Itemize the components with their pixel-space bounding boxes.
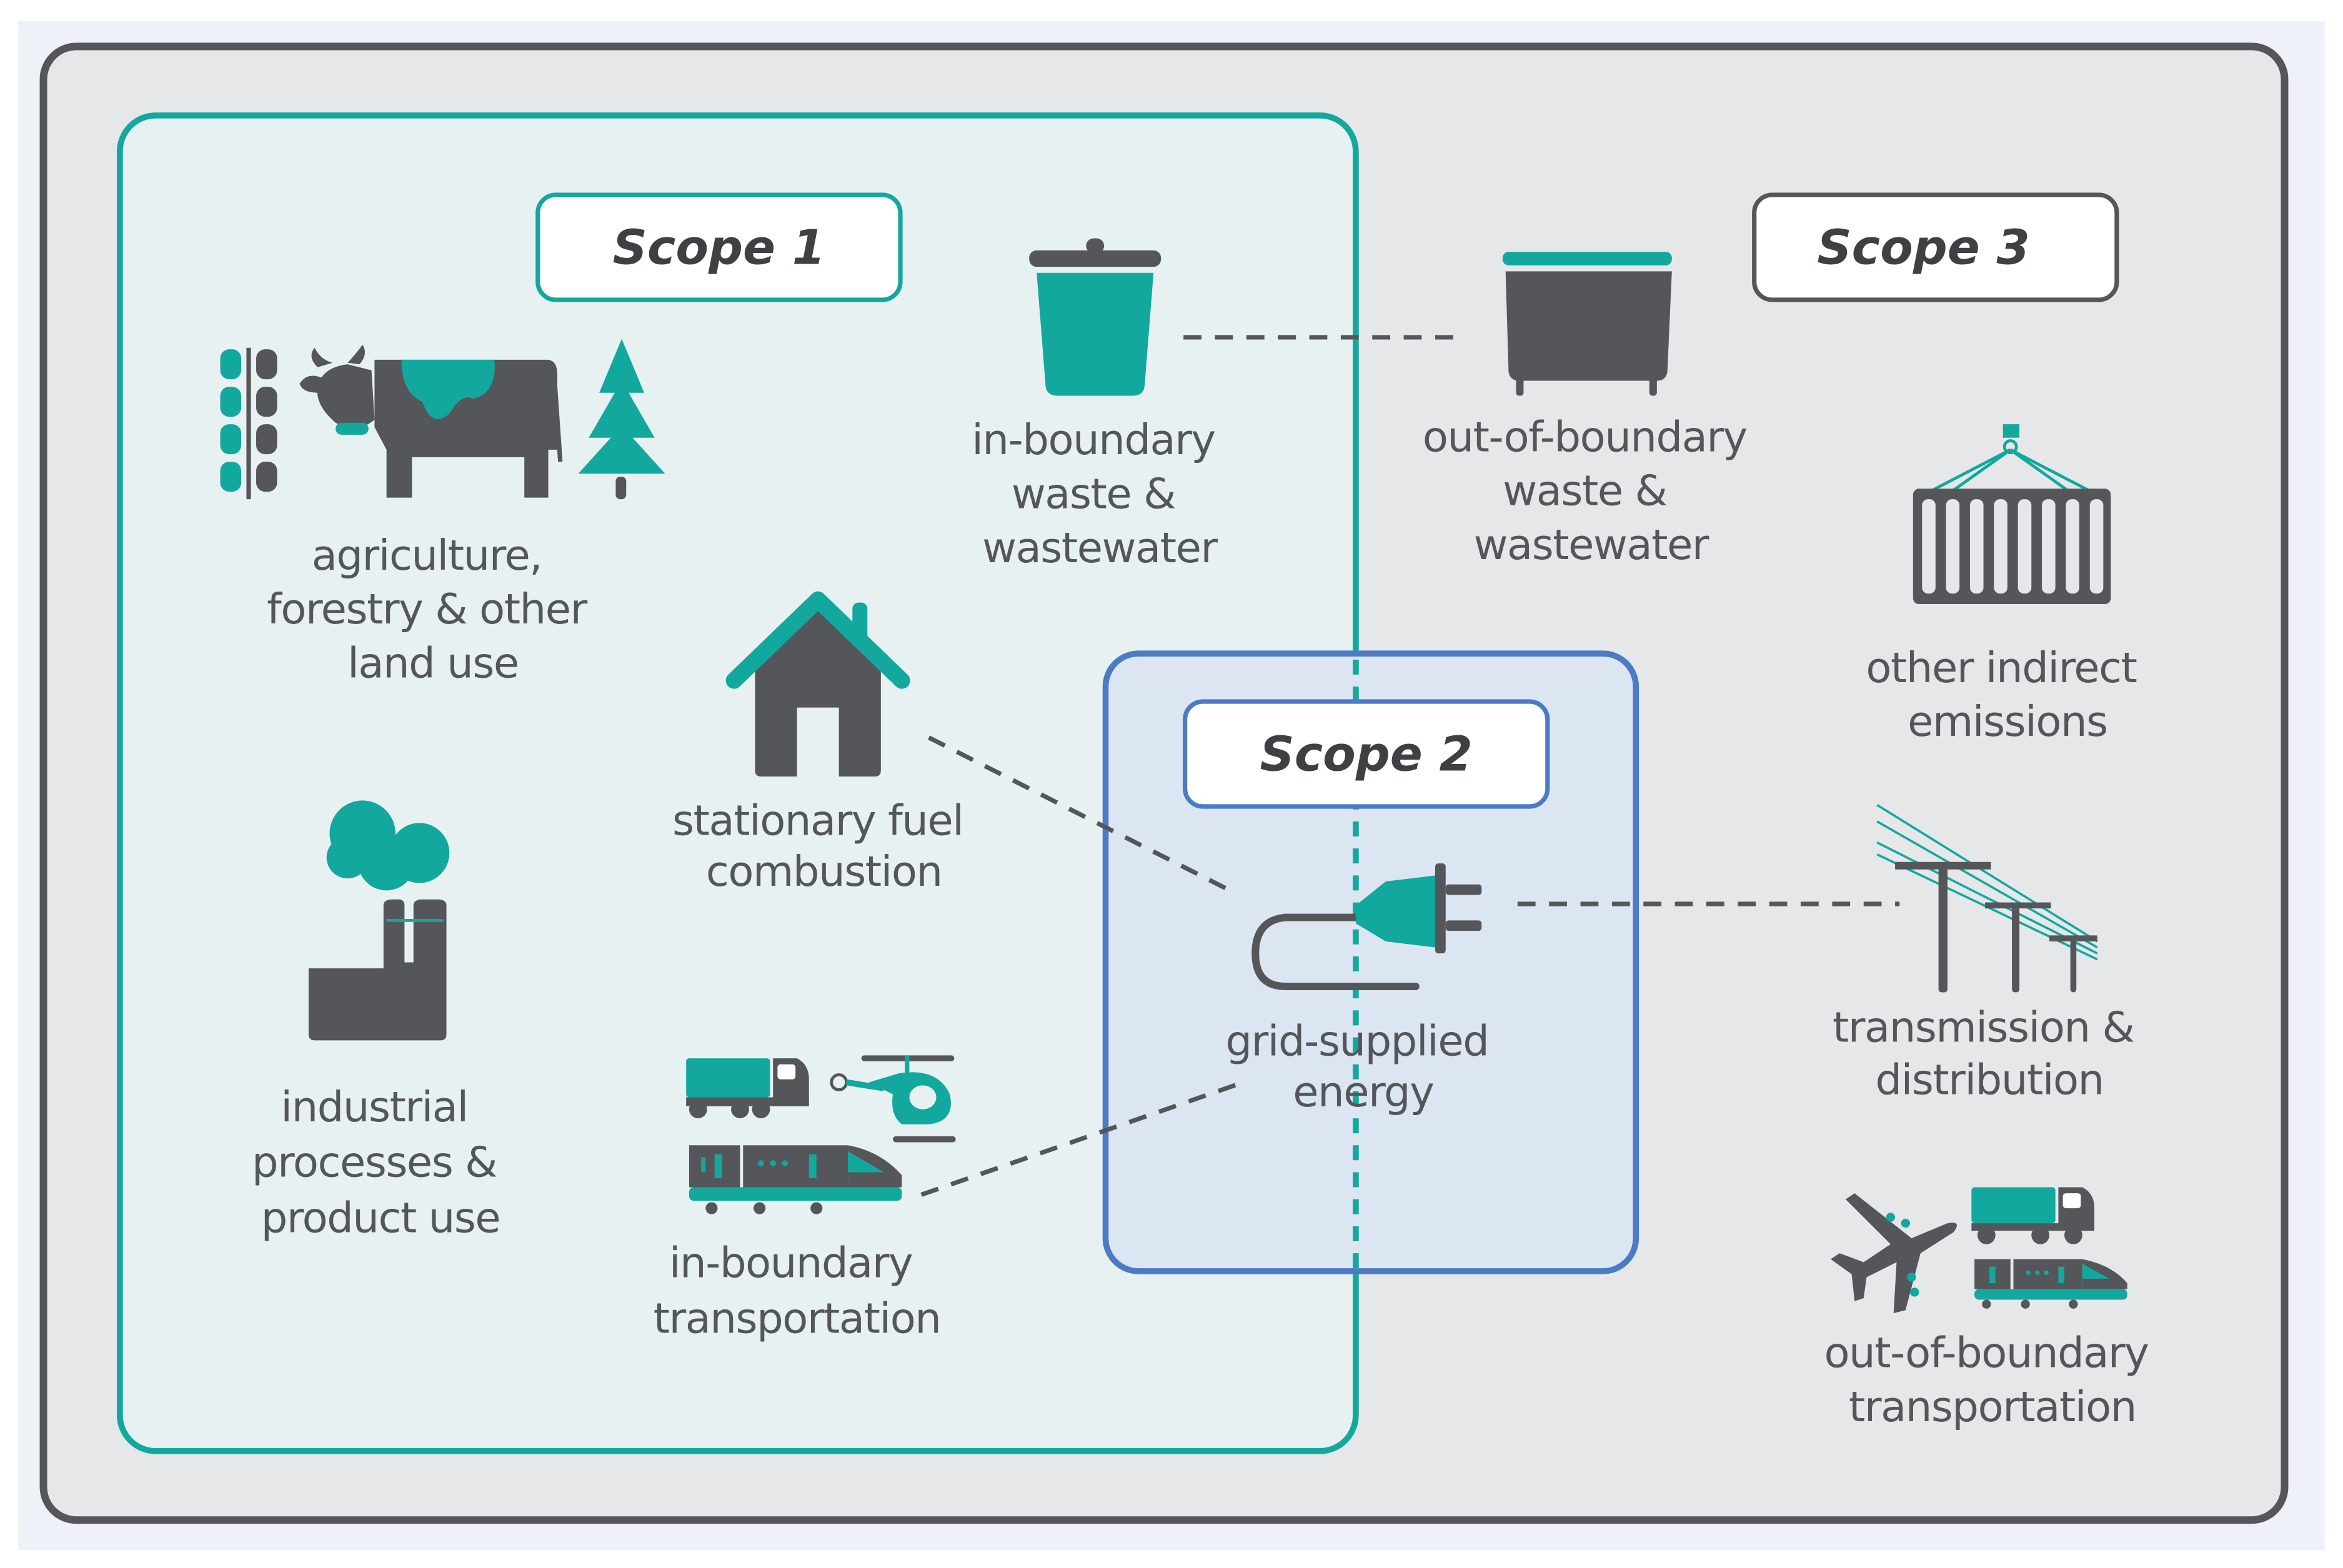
scope2-label: Scope 2	[1260, 727, 1472, 782]
out-transport-line2: transportation	[1849, 1382, 2136, 1431]
other-indirect-line1: other indirect	[1866, 643, 2136, 692]
airplane-icon	[1830, 1193, 1957, 1314]
power-lines-icon	[1876, 804, 2098, 993]
afolu-label-line2: forestry & other	[267, 585, 587, 633]
in-transport-label: in-boundary transportation	[654, 1238, 941, 1342]
connector-transport-grid	[920, 1080, 1245, 1197]
plug-icon	[1251, 863, 1482, 990]
grid-line1: grid-supplied	[1225, 1016, 1488, 1065]
out-transport-line1: out-of-boundary	[1824, 1328, 2149, 1377]
transport-icon	[686, 1055, 956, 1214]
factory-icon	[308, 800, 450, 1041]
industrial-line1: industrial	[281, 1083, 467, 1131]
out-waste-line1: out-of-boundary	[1423, 412, 1747, 461]
in-waste-line1: in-boundary	[972, 415, 1215, 464]
industrial-line2: processes &	[252, 1138, 497, 1187]
out-waste-line3: wastewater	[1474, 520, 1709, 569]
truck-icon	[686, 1058, 809, 1119]
in-waste-label: in-boundary waste & wastewater	[972, 415, 1227, 572]
afolu-label-line3: land use	[347, 639, 519, 688]
helicopter-icon	[830, 1055, 956, 1143]
train-icon	[689, 1145, 902, 1214]
stationary-line2: combustion	[706, 847, 942, 896]
dumpster-icon	[1502, 252, 1672, 396]
tree-icon	[578, 339, 665, 500]
out-waste-line2: waste &	[1503, 467, 1666, 515]
transmission-line1: transmission &	[1833, 1003, 2134, 1052]
industrial-label: industrial processes & product use	[252, 1083, 509, 1243]
cow-icon	[299, 344, 563, 498]
scope3-badge: Scope 3	[1752, 192, 2119, 302]
scope2-badge: Scope 2	[1182, 699, 1550, 809]
connectors	[920, 335, 1900, 1197]
wheat-icon	[220, 347, 277, 500]
in-transport-line1: in-boundary	[669, 1238, 912, 1287]
out-transport-label: out-of-boundary transportation	[1824, 1328, 2161, 1431]
stationary-label: stationary fuel combustion	[672, 796, 975, 896]
grid-line2: energy	[1293, 1068, 1433, 1116]
afolu-label-line1: agriculture,	[312, 531, 542, 580]
industrial-line3: product use	[261, 1193, 500, 1242]
plane-truck-train-icon	[1830, 1187, 2127, 1314]
truck-icon-2	[1971, 1187, 2094, 1244]
shipping-container-icon	[1913, 424, 2111, 605]
other-indirect-line2: emissions	[1908, 697, 2107, 746]
train-icon-2	[1974, 1259, 2127, 1309]
trash-bin-icon	[1029, 238, 1162, 396]
in-waste-line3: wastewater	[982, 523, 1218, 572]
transmission-line2: distribution	[1875, 1056, 2103, 1104]
agriculture-icon	[220, 339, 665, 500]
in-transport-line2: transportation	[654, 1294, 941, 1342]
scope1-label: Scope 1	[613, 220, 825, 275]
out-waste-label: out-of-boundary waste & wastewater	[1423, 412, 1759, 569]
scope3-label: Scope 3	[1817, 220, 2029, 275]
scope1-badge: Scope 1	[535, 192, 903, 302]
transmission-label: transmission & distribution	[1833, 1003, 2146, 1104]
afolu-label: agriculture, forestry & other land use	[267, 531, 599, 688]
grid-label: grid-supplied energy	[1225, 1016, 1501, 1116]
house-icon	[725, 591, 910, 777]
stationary-line1: stationary fuel	[672, 796, 963, 845]
smoke-cloud-icon	[326, 800, 450, 891]
other-indirect-label: other indirect emissions	[1866, 643, 2149, 746]
connector-stationary-grid	[927, 735, 1234, 894]
in-waste-line2: waste &	[1012, 469, 1175, 518]
